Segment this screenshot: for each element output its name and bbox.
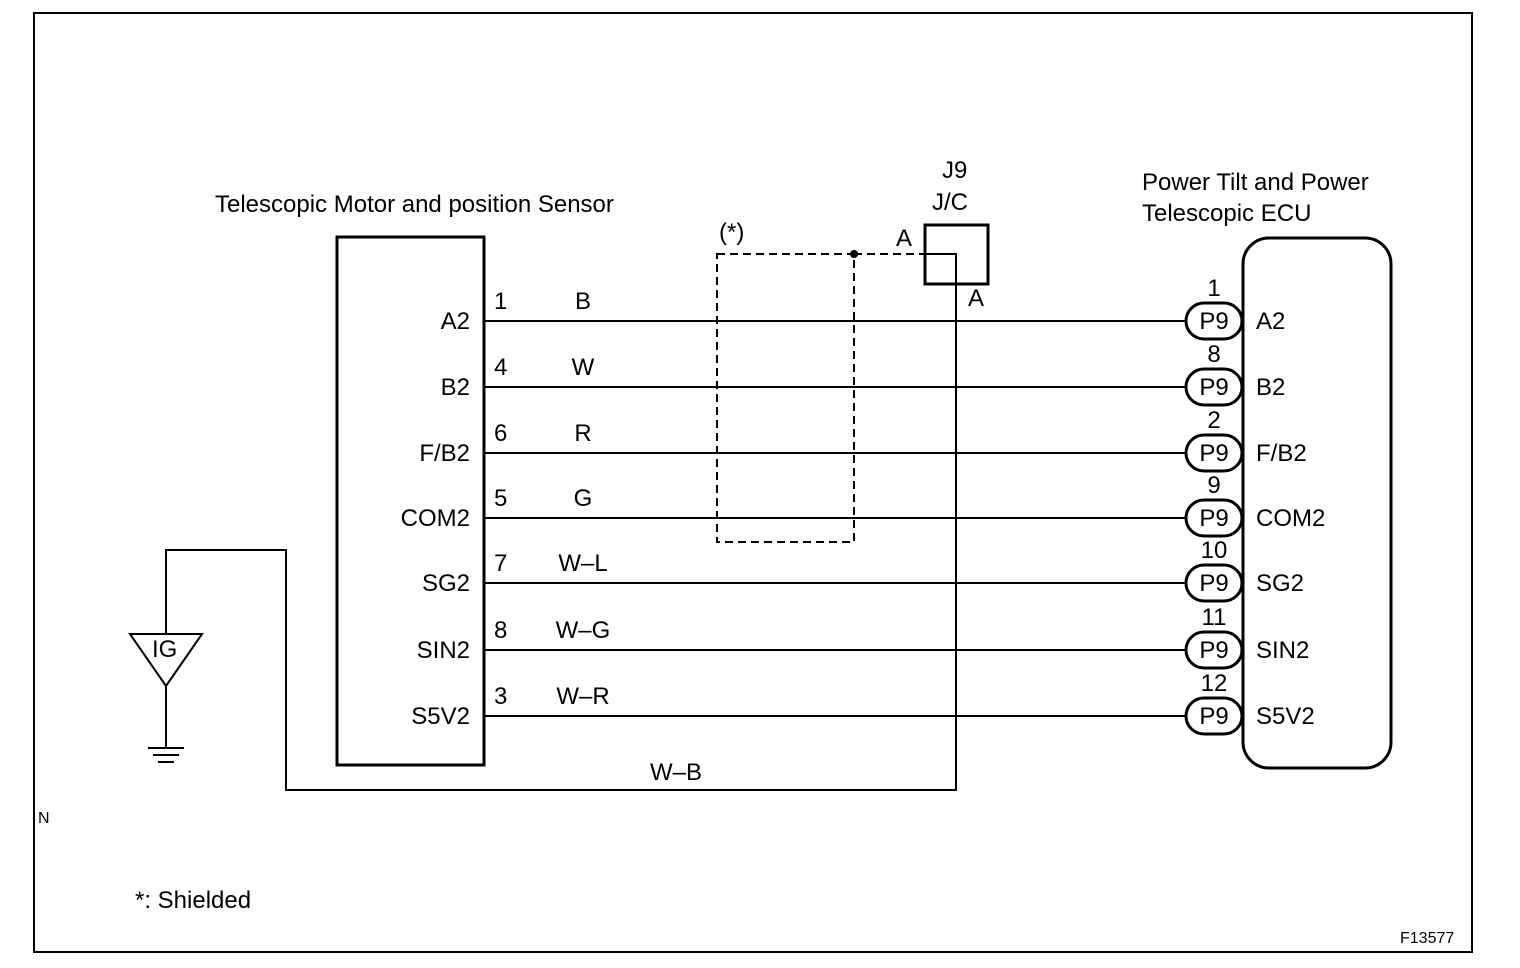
left-terminal-label: B2 [441,374,470,401]
connector-p9 [1184,301,1244,341]
connector-id-label: P9 [1199,570,1228,597]
left-component-title: Telescopic Motor and position Sensor [215,191,614,218]
right-terminal-label: COM2 [1256,505,1325,532]
side-marker: N [38,810,50,827]
left-terminal-label: SIN2 [417,637,470,664]
shield-note: *: Shielded [135,887,251,914]
wire-color-label: W–L [558,550,607,577]
left-pin-number: 8 [494,617,507,644]
connector-p9 [1184,630,1244,670]
right-pin-number: 1 [1207,275,1220,302]
ignition-label: IG [152,636,177,663]
shield-marker: (*) [719,219,744,246]
connector-p9 [1184,433,1244,473]
figure-id: F13577 [1400,930,1454,947]
connector-id-label: P9 [1199,637,1228,664]
connector-id-label: P9 [1199,505,1228,532]
left-terminal-label: COM2 [401,505,470,532]
ground-icon [148,747,184,763]
right-component-box [1241,236,1393,770]
left-pin-number: 5 [494,485,507,512]
junction-pin-out: A [968,285,984,312]
wire-color-label: W–G [556,617,611,644]
shield-junction-dot [850,250,858,258]
left-component-box [335,235,486,767]
ground-wire-color: W–B [650,759,702,786]
left-pin-number: 4 [494,354,507,381]
right-terminal-label: F/B2 [1256,440,1307,467]
left-pin-number: 6 [494,420,507,447]
right-terminal-label: SIN2 [1256,637,1309,664]
right-pin-number: 12 [1201,670,1228,697]
ground-wire [165,253,957,791]
left-terminal-label: A2 [441,308,470,335]
right-pin-number: 2 [1207,407,1220,434]
connector-id-label: P9 [1199,374,1228,401]
right-pin-number: 8 [1207,341,1220,368]
left-terminal-label: F/B2 [419,440,470,467]
shield-box [716,253,855,543]
right-pin-number: 11 [1202,604,1227,631]
junction-type: J/C [932,189,968,216]
right-component-title-line1: Power Tilt and Power [1142,169,1369,196]
wire-color-label: B [575,288,591,315]
wire-color-label: W [572,354,595,381]
right-terminal-label: A2 [1256,308,1285,335]
connector-p9 [1184,498,1244,538]
connector-p9 [1184,563,1244,603]
wire-color-label: G [574,485,593,512]
left-pin-number: 1 [494,288,507,315]
connector-p9 [1184,696,1244,736]
connector-id-label: P9 [1199,440,1228,467]
connector-id-label: P9 [1199,703,1228,730]
ignition-symbol [128,633,204,688]
left-terminal-label: SG2 [422,570,470,597]
diagram-frame [33,12,1473,953]
junction-name: J9 [942,157,967,184]
right-component-title-line2: Telescopic ECU [1142,200,1311,227]
left-pin-number: 7 [494,550,507,577]
connector-id-label: P9 [1199,308,1228,335]
junction-pin-in: A [896,225,912,252]
right-terminal-label: B2 [1256,374,1285,401]
right-terminal-label: S5V2 [1256,703,1315,730]
wire-color-label: W–R [556,683,609,710]
wire-color-label: R [574,420,591,447]
right-pin-number: 9 [1207,472,1220,499]
left-terminal-label: S5V2 [411,703,470,730]
left-pin-number: 3 [494,683,507,710]
right-pin-number: 10 [1201,537,1228,564]
connector-p9 [1184,367,1244,407]
right-terminal-label: SG2 [1256,570,1304,597]
